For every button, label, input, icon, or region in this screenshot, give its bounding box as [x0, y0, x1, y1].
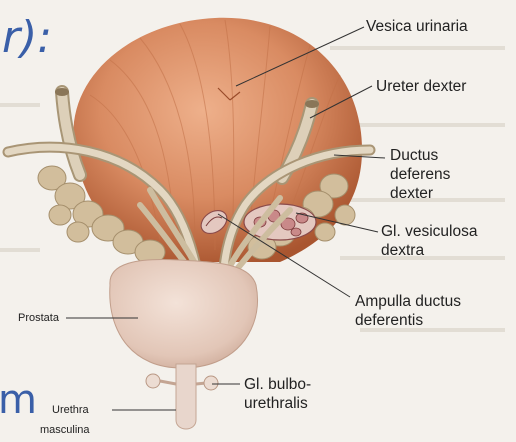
- label-vesica-urinaria: Vesica urinaria: [366, 18, 468, 35]
- label-urethra-masculina: masculina: [40, 424, 90, 436]
- slide-fragment-top-left: r):: [2, 14, 52, 62]
- label-ampulla: Ampulla ductus deferentis: [355, 292, 461, 330]
- slide-fragment-bottom-left: m: [0, 380, 37, 420]
- label-gl-vesiculosa: Gl. vesiculosa dextra: [381, 222, 477, 260]
- label-urethra: Urethra: [52, 404, 89, 416]
- label-gl-bulbourethralis: Gl. bulbo- urethralis: [244, 375, 311, 413]
- label-ureter-dexter: Ureter dexter: [376, 78, 466, 95]
- label-prostata: Prostata: [18, 312, 59, 324]
- prostate: [110, 260, 258, 368]
- label-ductus-deferens: Ductus deferens dexter: [390, 146, 450, 203]
- urethra: [176, 364, 196, 429]
